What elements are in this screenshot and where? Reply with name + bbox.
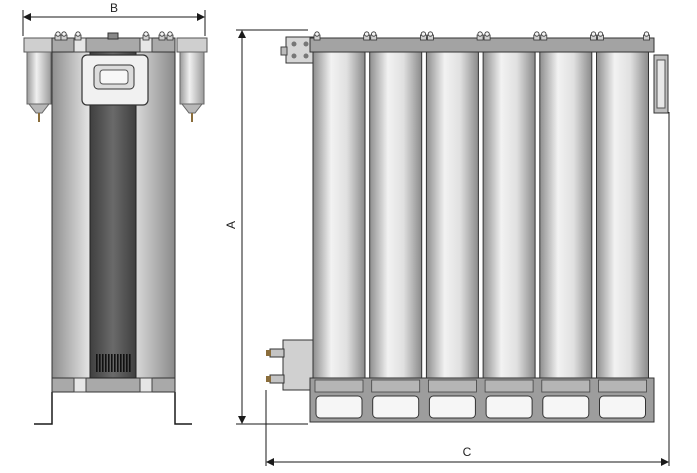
base-ring <box>314 379 364 393</box>
side-view <box>266 31 669 423</box>
tower <box>596 45 649 383</box>
front-bottom-plate <box>51 377 176 393</box>
bolt <box>370 31 378 41</box>
bolt-head <box>364 31 370 37</box>
vent-grille <box>96 354 131 372</box>
bolt-head <box>55 31 61 37</box>
bolt-head <box>159 31 165 37</box>
filter-left <box>23 37 55 122</box>
bolt <box>476 31 484 41</box>
tower <box>312 45 366 383</box>
base-ring <box>598 379 647 393</box>
filter-right <box>176 37 208 122</box>
front-center-panel <box>89 51 137 379</box>
vent-slot <box>129 354 131 372</box>
vent-slot <box>96 354 98 372</box>
dimension-label-c: C <box>463 445 472 459</box>
bolt-head <box>534 31 540 37</box>
outlet-valve-block <box>280 36 315 64</box>
bolt-head <box>541 31 547 37</box>
side-bolts <box>313 31 650 41</box>
bolt <box>419 31 427 41</box>
bolt <box>54 31 62 41</box>
side-base-frame <box>309 377 655 423</box>
bolt <box>540 31 548 41</box>
base-ring <box>484 379 534 393</box>
base-window <box>372 395 420 419</box>
vent-slot <box>114 354 116 372</box>
vent-slot <box>111 354 113 372</box>
dimension-label-a: A <box>224 221 238 229</box>
vent-slot <box>102 354 104 372</box>
inlet-valve-block <box>266 339 314 391</box>
dimension-label-b: B <box>110 1 118 15</box>
base-window <box>542 395 590 419</box>
bolt-head <box>643 31 650 37</box>
base-ring <box>427 379 477 393</box>
bolt-head <box>420 31 426 37</box>
base-window <box>485 395 533 419</box>
corner-block <box>73 377 87 393</box>
bolt-head <box>167 31 173 37</box>
bolt-head <box>143 31 149 37</box>
bolt <box>533 31 541 41</box>
vent-slot <box>108 354 110 372</box>
front-view <box>23 31 208 425</box>
base-window <box>428 395 476 419</box>
bolt <box>60 31 68 41</box>
bolt-head <box>597 31 604 37</box>
dimension-lines <box>22 10 670 466</box>
vent-slot <box>123 354 125 372</box>
bolt <box>158 31 166 41</box>
bolt <box>597 31 604 41</box>
bolt-head <box>477 31 483 37</box>
bolt <box>483 31 491 41</box>
vent-slot <box>120 354 122 372</box>
electronics-box <box>653 54 669 114</box>
bolt <box>643 31 650 41</box>
tower <box>425 45 479 383</box>
front-feet <box>34 392 192 425</box>
bolt <box>590 31 597 41</box>
bolt <box>74 31 82 41</box>
vent-slot <box>99 354 101 372</box>
bolt <box>142 31 150 41</box>
tower <box>369 45 423 383</box>
corner-block <box>139 377 153 393</box>
bolt <box>363 31 371 41</box>
base-ring <box>541 379 591 393</box>
bolt-head <box>314 31 320 37</box>
base-ring <box>371 379 421 393</box>
tower-group <box>312 45 649 383</box>
top-connector <box>107 32 119 40</box>
base-window <box>599 395 646 419</box>
tower <box>539 45 593 383</box>
base-windows <box>314 379 647 419</box>
bolt <box>313 31 321 41</box>
front-bolts <box>54 31 174 41</box>
bolt-head <box>484 31 490 37</box>
control-box <box>81 54 149 106</box>
bolt-head <box>590 31 597 37</box>
bolt <box>426 31 434 41</box>
base-window <box>315 395 363 419</box>
vent-slot <box>126 354 128 372</box>
vent-slot <box>105 354 107 372</box>
tower <box>482 45 536 383</box>
front-top-plate <box>51 37 176 53</box>
bolt-head <box>75 31 81 37</box>
bolt-head <box>61 31 67 37</box>
bolt <box>166 31 174 41</box>
bolt-head <box>371 31 377 37</box>
vent-slot <box>117 354 119 372</box>
bolt-head <box>427 31 433 37</box>
